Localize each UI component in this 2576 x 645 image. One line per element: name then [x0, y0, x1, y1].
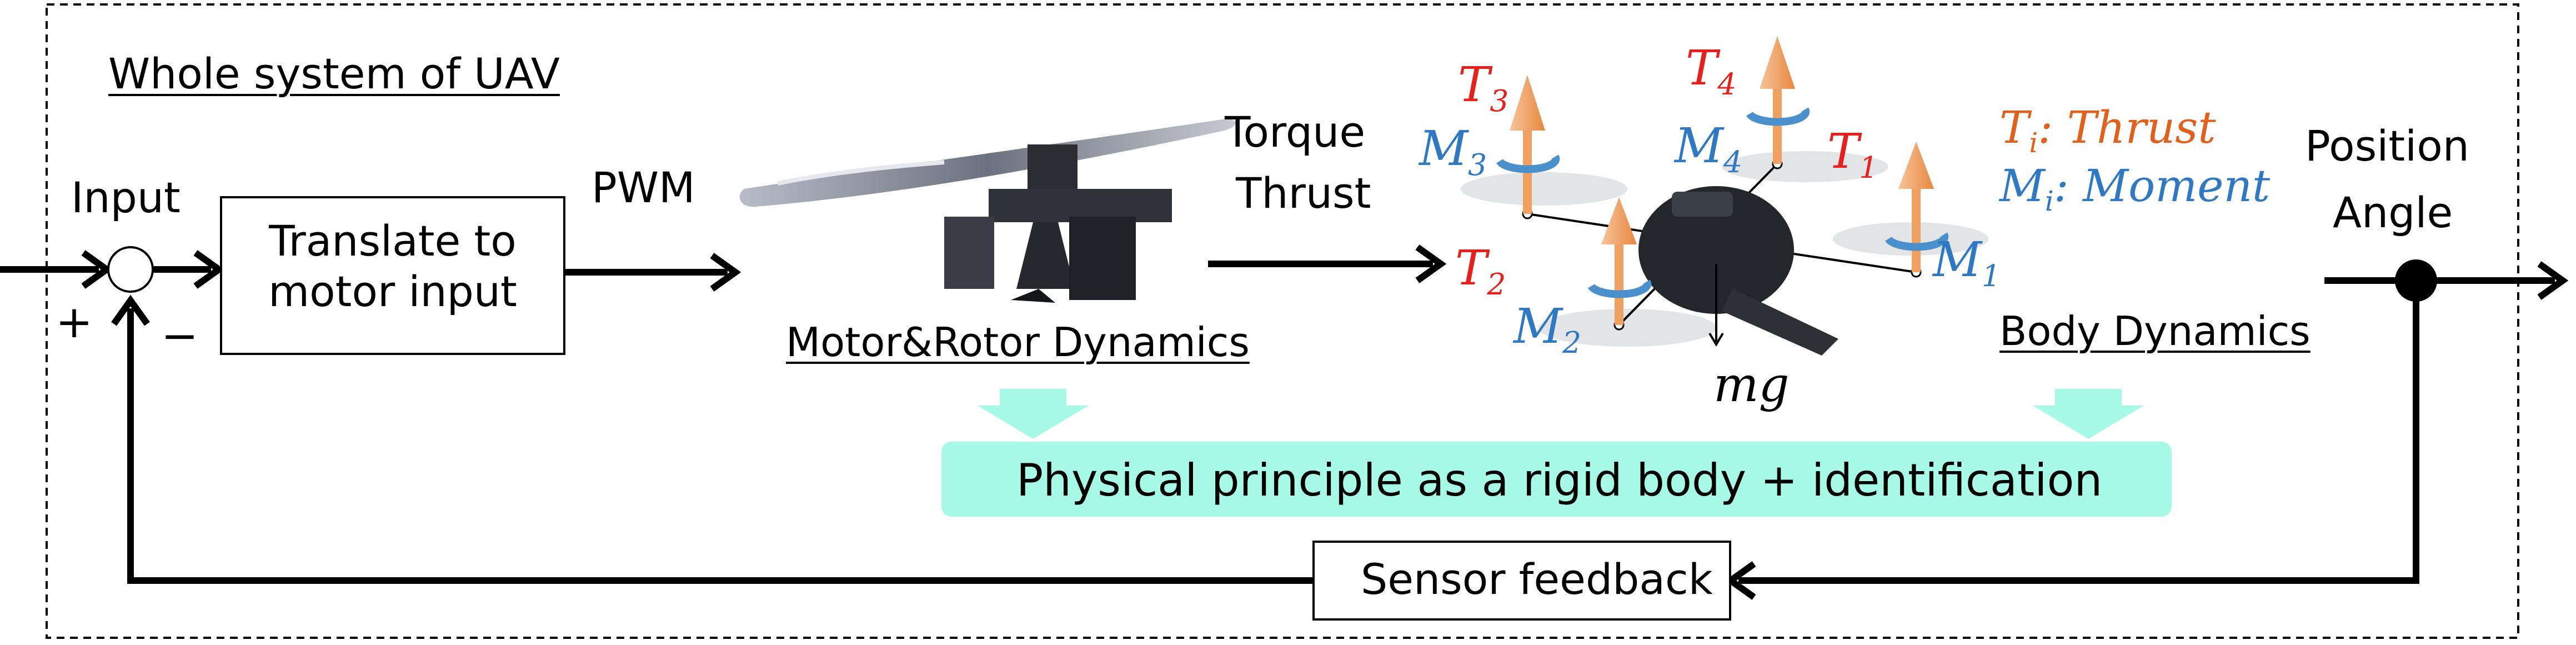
sensor-feedback-box — [1312, 541, 1731, 621]
motor-rotor-image — [739, 119, 1236, 303]
moment-ring-M2 — [1588, 279, 1652, 298]
legend-moment-symbol: M — [1999, 160, 2045, 212]
label-T1-symbol: T — [1827, 124, 1860, 179]
label-M1: M1 — [1933, 236, 2001, 292]
system-title: Whole system of UAV — [108, 49, 560, 98]
translate-box-text: Translate to motor input — [221, 216, 564, 317]
system-frame — [46, 3, 2519, 639]
summing-junction — [107, 246, 154, 293]
label-T3-symbol: T — [1458, 57, 1490, 113]
input-arrow — [0, 250, 113, 289]
thrust-arrow-T2 — [1601, 197, 1637, 325]
moment-ring-M3 — [1496, 154, 1560, 173]
label-M2: M2 — [1513, 303, 1581, 358]
junction-to-translate-arrow — [153, 250, 225, 289]
label-T2: T2 — [1455, 244, 1506, 300]
label-T2-sub: 2 — [1487, 267, 1506, 302]
label-M3-sub: 3 — [1468, 148, 1487, 183]
label-T1: T1 — [1827, 128, 1878, 183]
legend-thrust: Ti: Thrust — [1999, 106, 2216, 157]
pwm-label: PWM — [592, 163, 695, 212]
label-T2-symbol: T — [1455, 241, 1487, 296]
label-M2-sub: 2 — [1562, 326, 1581, 361]
label-T4-sub: 4 — [1717, 67, 1737, 102]
legend-moment: Mi: Moment — [1999, 164, 2270, 216]
sensor-feedback-text: Sensor feedback — [1361, 554, 1713, 604]
body-dynamics-label: Body Dynamics — [1999, 308, 2311, 354]
cyan-arrow-left — [978, 389, 1089, 439]
box-to-motor-arrow — [564, 253, 741, 292]
label-M3: M3 — [1419, 125, 1487, 181]
label-T3: T3 — [1458, 61, 1508, 117]
legend-thrust-sub: i — [2029, 127, 2038, 159]
label-M4-sub: 4 — [1723, 145, 1742, 180]
legend-moment-text: : Moment — [2053, 160, 2271, 212]
label-mg: mg — [1713, 357, 1790, 413]
thrust-arrow-T4 — [1760, 36, 1795, 164]
cyan-arrow-right — [2033, 389, 2144, 439]
torque-label: Torque — [1225, 107, 1366, 157]
legend-thrust-text: : Thrust — [2038, 102, 2216, 153]
motor-to-body-arrow — [1208, 244, 1447, 283]
moment-ring-M1 — [1885, 232, 1949, 251]
thrust-label: Thrust — [1236, 168, 1371, 218]
principle-text: Physical principle as a rigid body + ide… — [1016, 454, 2103, 506]
translate-line-2: motor input — [268, 267, 517, 317]
input-label: Input — [71, 173, 181, 222]
feedback-path — [111, 281, 2419, 600]
minus-sign: − — [161, 310, 199, 362]
legend-thrust-symbol: T — [1999, 102, 2029, 153]
legend-moment-sub: i — [2044, 185, 2054, 217]
motor-dynamics-label: Motor&Rotor Dynamics — [786, 319, 1250, 366]
angle-label: Angle — [2333, 188, 2453, 237]
translate-line-1: Translate to — [269, 216, 517, 266]
moment-ring-M4 — [1746, 107, 1810, 126]
plus-sign: + — [56, 296, 93, 348]
drone-image — [1461, 151, 1988, 356]
label-M1-symbol: M — [1933, 232, 1982, 288]
label-M1-sub: 1 — [1982, 259, 2001, 294]
label-M4-symbol: M — [1675, 118, 1724, 174]
label-T1-sub: 1 — [1859, 151, 1878, 186]
label-M3-symbol: M — [1419, 121, 1469, 177]
label-M4: M4 — [1675, 122, 1742, 178]
position-label: Position — [2305, 121, 2469, 171]
principle-banner — [941, 442, 2172, 517]
label-T4: T4 — [1686, 44, 1736, 100]
output-arrow — [2324, 261, 2569, 300]
label-M2-symbol: M — [1513, 299, 1563, 354]
label-T4-symbol: T — [1686, 41, 1718, 96]
label-T3-sub: 3 — [1490, 84, 1509, 119]
